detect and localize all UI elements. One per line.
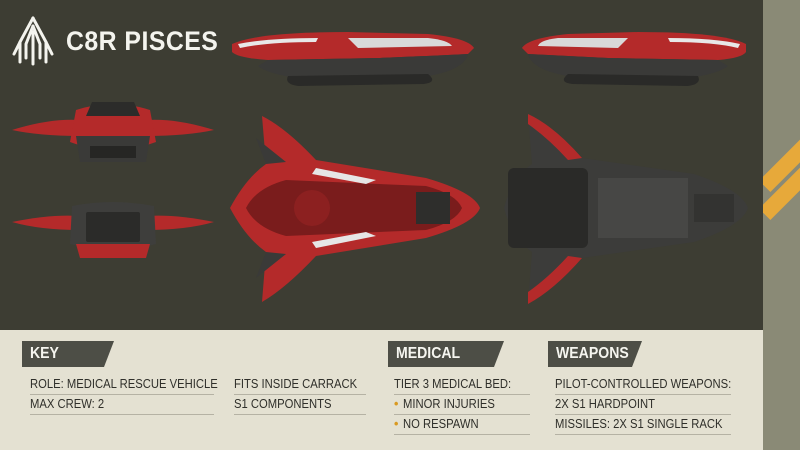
medical-bed-heading: MEDICAL BED [388, 341, 504, 367]
stat-role: ROLE: MEDICAL RESCUE VEHICLE [30, 375, 218, 395]
medical-bed-tier: TIER 3 MEDICAL BED: [394, 375, 530, 395]
rsi-wing-logo-icon [12, 16, 54, 66]
ship-side-view-right [522, 32, 746, 86]
medical-bed-bullet: •NO RESPAWN [394, 415, 530, 435]
ship-top-view [230, 116, 480, 302]
ship-side-view-left [232, 32, 474, 86]
side-accent-strip [763, 0, 800, 450]
weapons-hardpoint: 2X S1 HARDPOINT [555, 395, 731, 415]
ship-rear-view [12, 202, 214, 258]
stat-max-crew: MAX CREW: 2 [30, 395, 214, 415]
key-stats-heading: KEY STATS [22, 341, 114, 367]
stat-components: S1 COMPONENTS [234, 395, 366, 415]
stat-fits-carrack: FITS INSIDE CARRACK [234, 375, 366, 395]
page-title: C8R PISCES [66, 26, 219, 56]
weapons-missiles: MISSILES: 2X S1 SINGLE RACK [555, 415, 731, 435]
bullet-icon: • [394, 417, 399, 431]
weapons-heading: WEAPONS [548, 341, 642, 367]
bullet-icon: • [394, 397, 399, 411]
ship-bottom-view [504, 114, 748, 304]
ship-front-view [12, 102, 214, 162]
medical-bed-bullet: •MINOR INJURIES [394, 395, 530, 415]
weapons-pilot: PILOT-CONTROLLED WEAPONS: [555, 375, 731, 395]
